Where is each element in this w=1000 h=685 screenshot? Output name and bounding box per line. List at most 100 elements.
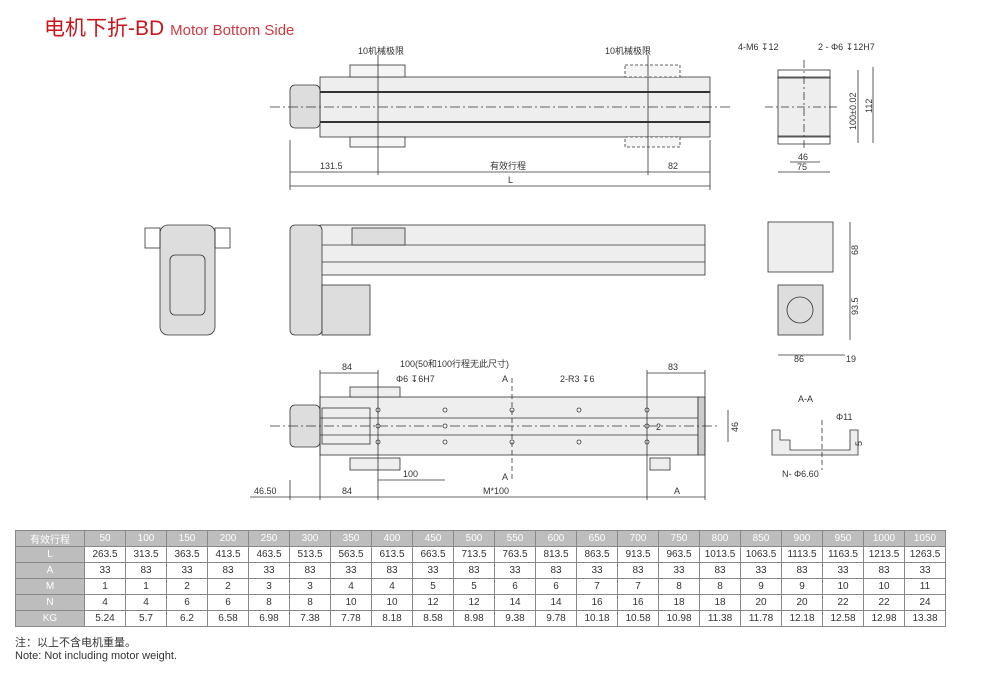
pin-hole: Φ6 ↧6H7 bbox=[396, 374, 435, 384]
table-cell: 1113.5 bbox=[781, 546, 823, 563]
table-cell: 7 bbox=[617, 578, 659, 595]
table-cell: 1263.5 bbox=[904, 546, 946, 563]
table-cell: 1063.5 bbox=[740, 546, 782, 563]
top-view: 131.5 有效行程 82 L 10机械极限 10机械极限 bbox=[270, 45, 730, 190]
table-cell: 800 bbox=[699, 530, 741, 547]
table-cell: 5.24 bbox=[84, 610, 126, 627]
table-cell: 83 bbox=[207, 562, 249, 579]
table-cell: 20 bbox=[781, 594, 823, 611]
table-cell: 813.5 bbox=[535, 546, 577, 563]
table-cell: 1013.5 bbox=[699, 546, 741, 563]
dim-A: A bbox=[674, 486, 680, 496]
table-cell: 50 bbox=[84, 530, 126, 547]
table-cell: 83 bbox=[781, 562, 823, 579]
table-cell: 150 bbox=[166, 530, 208, 547]
dim-100: 100 bbox=[403, 469, 418, 479]
table-cell: 450 bbox=[412, 530, 454, 547]
dim-46-50: 46.50 bbox=[254, 486, 277, 496]
dim-2: 2 bbox=[656, 422, 661, 432]
table-cell: 33 bbox=[904, 562, 946, 579]
table-cell: 83 bbox=[535, 562, 577, 579]
row-label: 有效行程 bbox=[15, 530, 85, 547]
table-cell: 8 bbox=[658, 578, 700, 595]
table-cell: 83 bbox=[125, 562, 167, 579]
table-cell: 913.5 bbox=[617, 546, 659, 563]
table-cell: 563.5 bbox=[330, 546, 372, 563]
dim-m100: M*100 bbox=[483, 486, 509, 496]
table-cell: 4 bbox=[371, 578, 413, 595]
table-cell: 313.5 bbox=[125, 546, 167, 563]
table-cell: 4 bbox=[330, 578, 372, 595]
sec-d11: Φ11 bbox=[836, 412, 853, 422]
stroke-label: 有效行程 bbox=[490, 160, 526, 171]
table-cell: 33 bbox=[412, 562, 454, 579]
table-cell: 18 bbox=[699, 594, 741, 611]
side-view bbox=[289, 224, 706, 336]
table-cell: 950 bbox=[822, 530, 864, 547]
table-cell: 6 bbox=[494, 578, 536, 595]
table-cell: 500 bbox=[453, 530, 495, 547]
table-cell: 663.5 bbox=[412, 546, 454, 563]
table-cell: 900 bbox=[781, 530, 823, 547]
table-cell: 83 bbox=[453, 562, 495, 579]
r3-note: 2-R3 ↧6 bbox=[560, 374, 595, 384]
table-cell: 7.78 bbox=[330, 610, 372, 627]
table-cell: 963.5 bbox=[658, 546, 700, 563]
table-cell: 12 bbox=[453, 594, 495, 611]
table-cell: 263.5 bbox=[84, 546, 126, 563]
table-cell: 83 bbox=[289, 562, 331, 579]
table-cell: 24 bbox=[904, 594, 946, 611]
table-cell: 5 bbox=[412, 578, 454, 595]
table-cell: 6.98 bbox=[248, 610, 290, 627]
table-cell: 33 bbox=[822, 562, 864, 579]
end-view-right: 68 93.5 86 19 bbox=[767, 221, 860, 364]
table-cell: 300 bbox=[289, 530, 331, 547]
table-cell: 8 bbox=[289, 594, 331, 611]
table-cell: 7 bbox=[576, 578, 618, 595]
row-label: L bbox=[15, 546, 85, 563]
table-cell: 33 bbox=[84, 562, 126, 579]
row-label: N bbox=[15, 594, 85, 611]
table-cell: 10 bbox=[822, 578, 864, 595]
end-view-left bbox=[144, 224, 231, 336]
note-cn: 注：以上不含电机重量。 bbox=[15, 637, 136, 649]
table-cell: 700 bbox=[617, 530, 659, 547]
table-cell: 413.5 bbox=[207, 546, 249, 563]
table-cell: 5.7 bbox=[125, 610, 167, 627]
dim-46-bottom: 46 bbox=[730, 422, 740, 432]
table-cell: 6.2 bbox=[166, 610, 208, 627]
table-cell: 6 bbox=[207, 594, 249, 611]
table-cell: 33 bbox=[494, 562, 536, 579]
table-cell: 10 bbox=[330, 594, 372, 611]
table-cell: 14 bbox=[535, 594, 577, 611]
table-cell: 5 bbox=[453, 578, 495, 595]
table-cell: 350 bbox=[330, 530, 372, 547]
dim-112: 112 bbox=[864, 99, 874, 113]
section-title: A-A bbox=[798, 394, 813, 404]
table-cell: 650 bbox=[576, 530, 618, 547]
dim-131-5: 131.5 bbox=[320, 161, 343, 171]
limit-left: 10机械极限 bbox=[358, 45, 404, 56]
table-cell: 16 bbox=[576, 594, 618, 611]
table-cell: 8.98 bbox=[453, 610, 495, 627]
table-cell: 3 bbox=[248, 578, 290, 595]
table-cell: 6.58 bbox=[207, 610, 249, 627]
table-cell: 12.98 bbox=[863, 610, 905, 627]
table-cell: 1163.5 bbox=[822, 546, 864, 563]
limit-right: 10机械极限 bbox=[605, 45, 651, 56]
table-cell: 33 bbox=[740, 562, 782, 579]
table-cell: 100 bbox=[125, 530, 167, 547]
table-cell: 550 bbox=[494, 530, 536, 547]
table-cell: 600 bbox=[535, 530, 577, 547]
table-cell: 10.98 bbox=[658, 610, 700, 627]
table-cell: 12 bbox=[412, 594, 454, 611]
table-cell: 850 bbox=[740, 530, 782, 547]
table-cell: 8 bbox=[248, 594, 290, 611]
dim-100-002: 100±0.02 bbox=[848, 93, 858, 130]
table-cell: 2 bbox=[207, 578, 249, 595]
dim-68: 68 bbox=[850, 245, 860, 255]
table-cell: 200 bbox=[207, 530, 249, 547]
